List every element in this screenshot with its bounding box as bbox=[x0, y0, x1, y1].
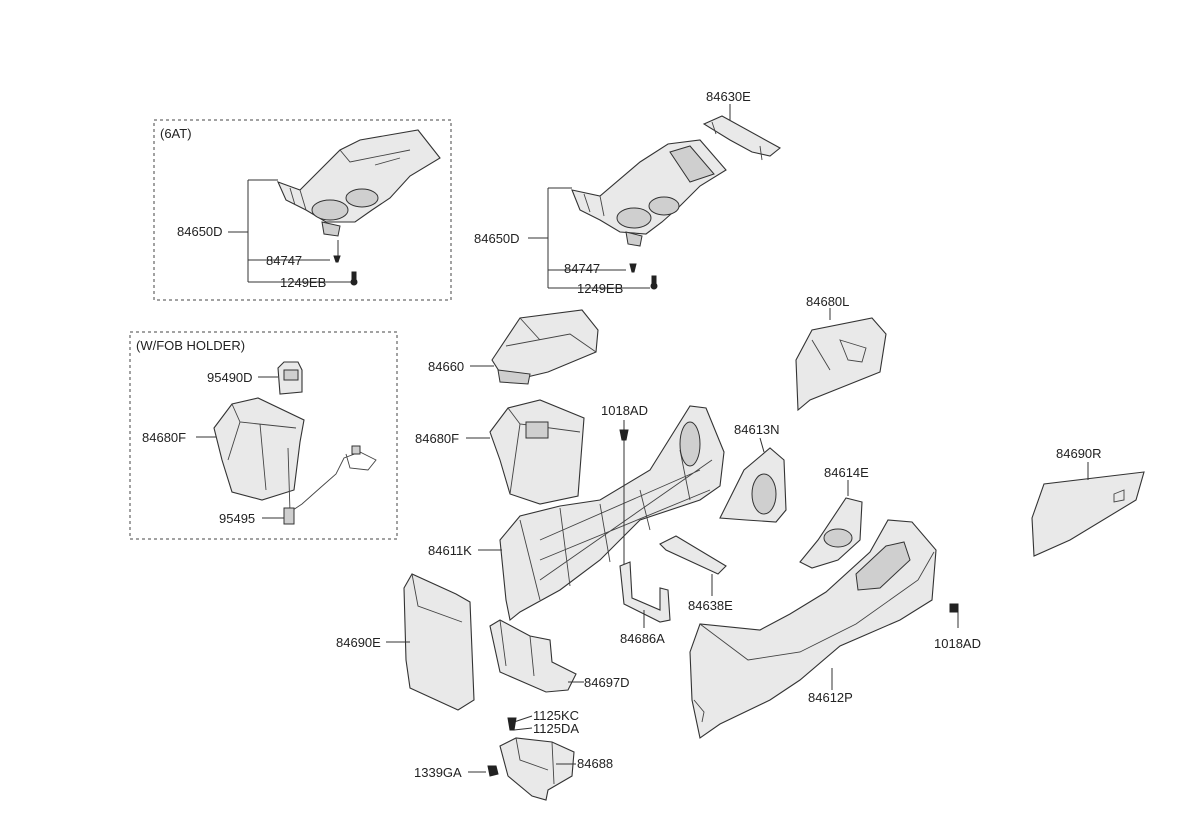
label-84747-6at: 84747 bbox=[266, 253, 302, 268]
label-84680L: 84680L bbox=[806, 294, 849, 309]
label-84630E: 84630E bbox=[706, 89, 751, 104]
side-trim-84690R bbox=[1031, 471, 1145, 557]
label-95495: 95495 bbox=[219, 511, 255, 526]
label-84690E: 84690E bbox=[336, 635, 381, 650]
console-tray-main bbox=[571, 139, 727, 247]
armrest-84660 bbox=[491, 309, 599, 385]
label-84650D-6at: 84650D bbox=[177, 224, 223, 239]
storage-box-main bbox=[489, 399, 585, 505]
label-1125KC: 1125KC bbox=[533, 708, 579, 723]
fob-holder-95490D bbox=[277, 361, 303, 395]
side-cover-84680L bbox=[795, 317, 887, 412]
label-84680F-fob: 84680F bbox=[142, 430, 186, 445]
label-84680F-main: 84680F bbox=[415, 431, 459, 446]
bracket-84614E bbox=[799, 497, 863, 569]
label-1339GA: 1339GA bbox=[414, 765, 462, 780]
console-frame-84611K bbox=[499, 405, 725, 621]
label-84660: 84660 bbox=[428, 359, 464, 374]
label-84686A: 84686A bbox=[620, 631, 665, 646]
label-84614E: 84614E bbox=[824, 465, 869, 480]
label-84638E: 84638E bbox=[688, 598, 733, 613]
label-84613N: 84613N bbox=[734, 422, 780, 437]
group-box-6at: (6AT) bbox=[153, 119, 452, 301]
group-label-6at: (6AT) bbox=[160, 126, 192, 141]
group-label-fob-holder: (W/FOB HOLDER) bbox=[136, 338, 245, 353]
label-1125DA: 1125DA bbox=[533, 721, 579, 736]
bracket-84688 bbox=[499, 737, 575, 801]
label-84650D-main: 84650D bbox=[474, 231, 520, 246]
label-1249EB-6at: 1249EB bbox=[280, 275, 326, 290]
label-1018AD-top: 1018AD bbox=[601, 403, 648, 418]
label-84690R: 84690R bbox=[1056, 446, 1102, 461]
group-box-fob-holder: (W/FOB HOLDER) bbox=[129, 331, 398, 540]
label-84611K: 84611K bbox=[428, 543, 472, 558]
console-body-84612P bbox=[689, 519, 937, 739]
shift-cover-84630E bbox=[702, 115, 781, 161]
bracket-84638E bbox=[659, 535, 727, 575]
label-84612P: 84612P bbox=[808, 690, 853, 705]
storage-box-fob bbox=[213, 397, 305, 501]
bracket-84613N bbox=[719, 447, 787, 523]
bracket-84697D bbox=[489, 619, 577, 693]
label-1018AD-side: 1018AD bbox=[934, 636, 981, 651]
trim-panel-84690E bbox=[403, 573, 475, 711]
bracket-84686A bbox=[619, 561, 671, 623]
label-84697D: 84697D bbox=[584, 675, 630, 690]
label-1249EB-main: 1249EB bbox=[577, 281, 623, 296]
console-tray-6at bbox=[276, 129, 441, 237]
wire-harness-95495 bbox=[283, 445, 377, 525]
label-84688: 84688 bbox=[577, 756, 613, 771]
label-84747-main: 84747 bbox=[564, 261, 600, 276]
label-95490D: 95490D bbox=[207, 370, 253, 385]
